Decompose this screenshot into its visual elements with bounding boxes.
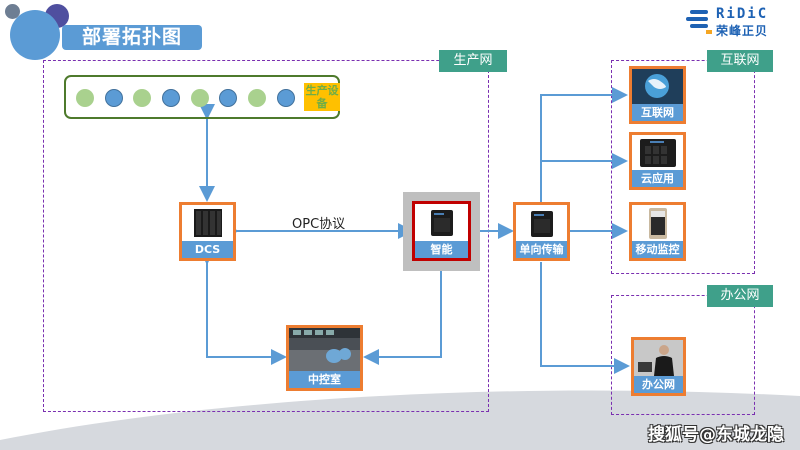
logo-brand: RiDiC xyxy=(716,6,769,22)
node-cloud[interactable]: 云应用 xyxy=(629,132,686,190)
office-worker-photo xyxy=(634,340,683,376)
zone-internet xyxy=(611,60,755,274)
production-devices: 生产设备 xyxy=(64,75,340,119)
node-office[interactable]: 办公网 xyxy=(631,337,686,396)
device-dot xyxy=(248,89,266,107)
device-dot xyxy=(76,89,94,107)
device-dot xyxy=(219,89,237,107)
control-room-photo xyxy=(289,328,360,371)
link-dcs-control xyxy=(199,249,287,365)
node-label: 中控室 xyxy=(289,371,360,388)
node-internet[interactable]: 互联网 xyxy=(629,66,686,124)
logo-icon xyxy=(686,10,712,34)
node-label: 办公网 xyxy=(634,376,683,393)
watermark: 搜狐号@东城龙隐 xyxy=(648,425,784,445)
node-label: 单向传输 xyxy=(516,241,567,258)
page-title: 部署拓扑图 xyxy=(62,25,202,50)
link-oneway-internet xyxy=(540,87,628,202)
decor-circle xyxy=(10,10,60,60)
production-devices-label: 生产设备 xyxy=(304,83,340,111)
nas-icon xyxy=(640,139,676,167)
device-dot xyxy=(105,89,123,107)
server-icon xyxy=(531,211,553,237)
node-oneway[interactable]: 单向传输 xyxy=(513,202,570,261)
node-dcs[interactable]: DCS xyxy=(179,202,236,261)
globe-icon xyxy=(632,69,683,104)
node-smart[interactable]: 智能 xyxy=(412,201,471,261)
zone-office xyxy=(611,295,755,415)
zone-label-production: 生产网 xyxy=(439,50,507,72)
zone-label-office: 办公网 xyxy=(707,285,773,307)
device-dot xyxy=(277,89,295,107)
server-icon xyxy=(431,210,453,236)
device-dot xyxy=(133,89,151,107)
node-label: 互联网 xyxy=(632,104,683,121)
node-label: DCS xyxy=(182,241,233,258)
zone-production xyxy=(43,60,489,412)
node-label: 云应用 xyxy=(632,170,683,187)
device-dot xyxy=(191,89,209,107)
decor-circle xyxy=(5,4,20,19)
opc-protocol-label: OPC协议 xyxy=(292,217,346,232)
node-label: 智能 xyxy=(415,241,468,258)
logo: RiDiC 荣峰正贝 xyxy=(686,6,796,38)
node-label: 移动监控 xyxy=(632,241,683,258)
phone-icon xyxy=(649,208,667,239)
device-dot xyxy=(162,89,180,107)
logo-name: 荣峰正贝 xyxy=(716,24,769,38)
node-control-room[interactable]: 中控室 xyxy=(286,325,363,391)
link-oneway-office xyxy=(540,262,630,374)
node-mobile[interactable]: 移动监控 xyxy=(629,202,686,261)
zone-label-internet: 互联网 xyxy=(707,50,773,72)
server-rack-icon xyxy=(194,209,222,237)
link-smart-control xyxy=(363,251,449,365)
